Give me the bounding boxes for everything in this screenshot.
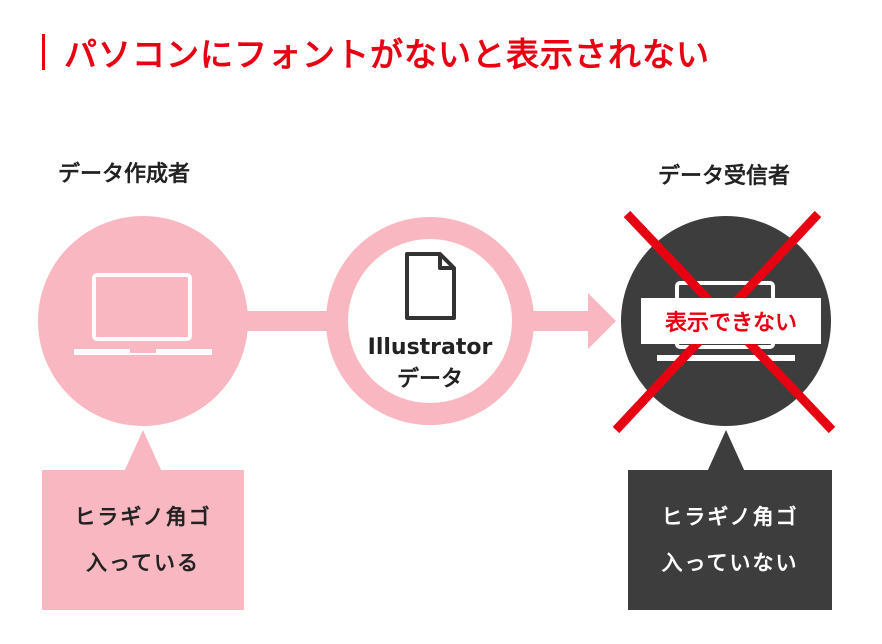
receiver-note-line2: 入っていない	[661, 551, 799, 575]
receiver-note-line1: ヒラギノ角ゴ	[661, 505, 799, 529]
receiver-note-pointer	[707, 430, 745, 472]
creator-note-line1: ヒラギノ角ゴ	[74, 505, 212, 529]
file-label-line1: Illustrator	[367, 335, 493, 360]
creator-circle	[38, 216, 248, 426]
creator-label: データ作成者	[58, 162, 191, 187]
title-accent-bar	[42, 34, 45, 70]
receiver-label: データ受信者	[658, 164, 791, 189]
receiver-note: ヒラギノ角ゴ 入っていない	[628, 470, 832, 610]
file-label: Illustrator データ	[365, 332, 495, 396]
file-label-line2: データ	[396, 367, 463, 392]
cannot-display-label: 表示できない	[641, 298, 821, 344]
creator-note: ヒラギノ角ゴ 入っている	[42, 470, 244, 610]
page-title: パソコンにフォントがないと表示されない	[64, 35, 710, 74]
connector-line-right	[520, 311, 590, 331]
creator-note-pointer	[124, 430, 162, 472]
arrow-icon	[588, 293, 616, 349]
creator-note-line2: 入っている	[86, 551, 200, 575]
laptop-icon	[74, 273, 212, 355]
document-icon	[405, 252, 456, 320]
file-ring	[326, 217, 534, 425]
